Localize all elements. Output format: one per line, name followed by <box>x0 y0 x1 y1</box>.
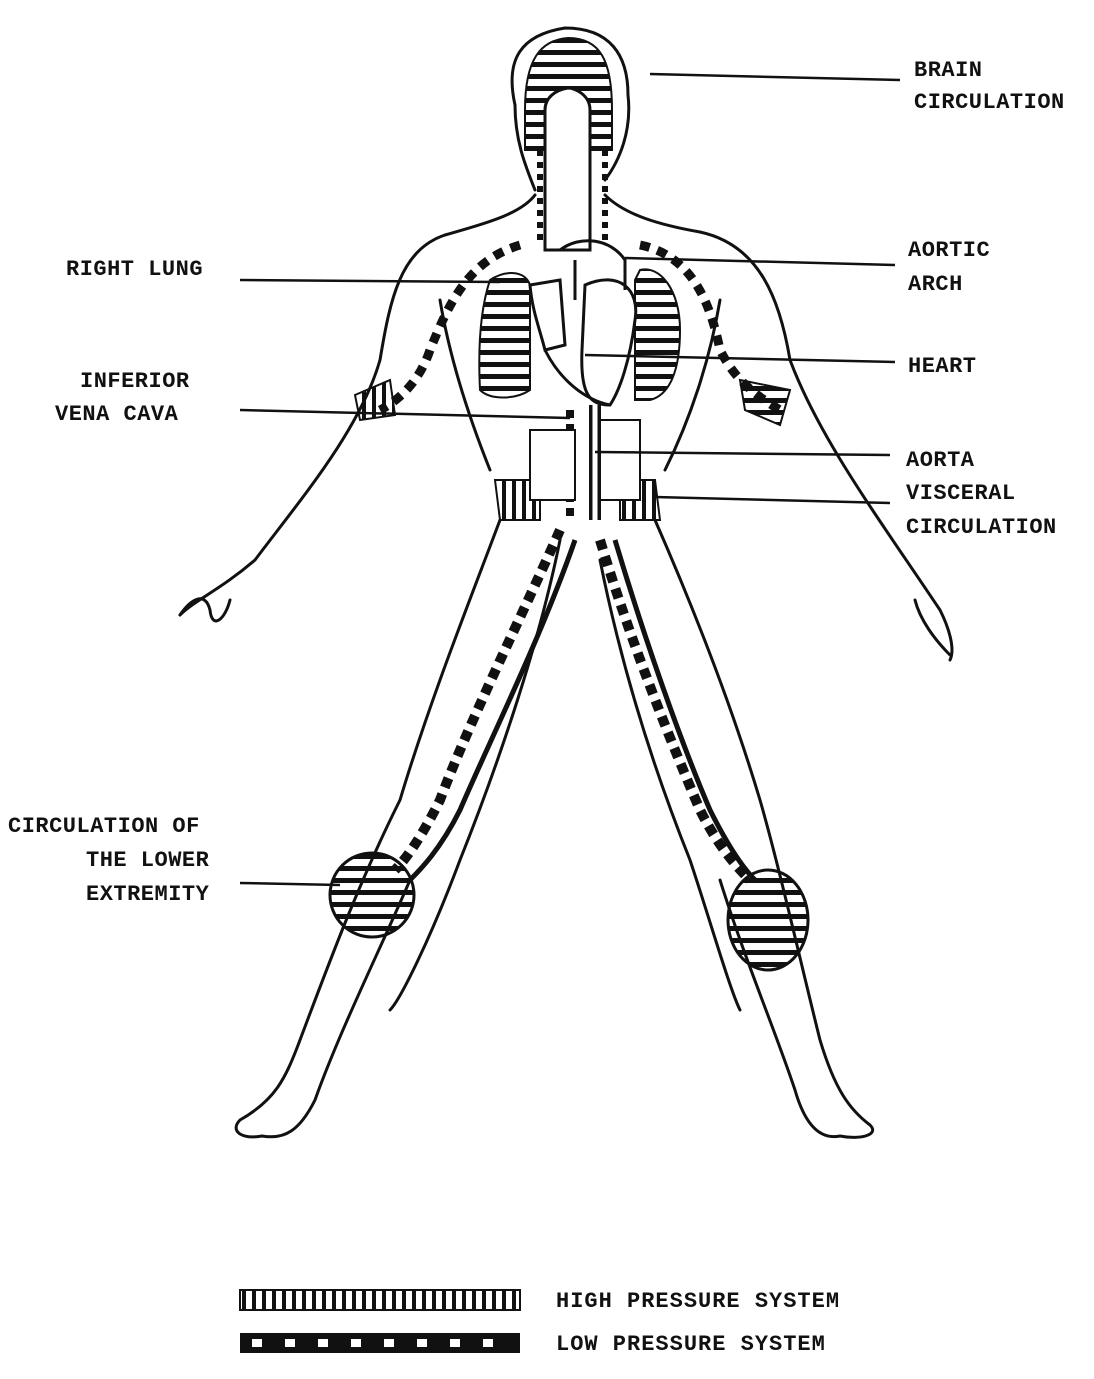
label-brain-2: CIRCULATION <box>914 90 1065 115</box>
legend-low-label: LOW PRESSURE SYSTEM <box>556 1332 826 1357</box>
arm-vessels <box>380 245 780 410</box>
label-visceral-2: CIRCULATION <box>906 515 1057 540</box>
label-lower-2: THE LOWER <box>86 848 210 873</box>
label-aortic-arch-2: ARCH <box>908 272 963 297</box>
label-heart: HEART <box>908 354 977 379</box>
label-aortic-arch-1: AORTIC <box>908 238 990 263</box>
legend-high-label: HIGH PRESSURE SYSTEM <box>556 1289 840 1314</box>
label-aorta: AORTA <box>906 448 975 473</box>
label-visceral-1: VISCERAL <box>906 481 1016 506</box>
label-brain-1: BRAIN <box>914 58 983 83</box>
legend-high-swatch <box>240 1290 520 1310</box>
label-lower-1: CIRCULATION OF <box>8 814 200 839</box>
brain-circulation <box>525 38 612 250</box>
label-ivc-1: INFERIOR <box>80 369 190 394</box>
label-ivc-2: VENA CAVA <box>55 402 179 427</box>
label-right-lung: RIGHT LUNG <box>66 257 203 282</box>
leg-vessels <box>395 530 755 880</box>
label-lower-3: EXTREMITY <box>86 882 210 907</box>
heart <box>530 241 636 405</box>
lungs <box>479 269 680 400</box>
legend-low-swatch <box>240 1333 520 1353</box>
visceral-circulation <box>495 420 660 520</box>
legend: HIGH PRESSURE SYSTEM LOW PRESSURE SYSTEM <box>240 1289 840 1357</box>
